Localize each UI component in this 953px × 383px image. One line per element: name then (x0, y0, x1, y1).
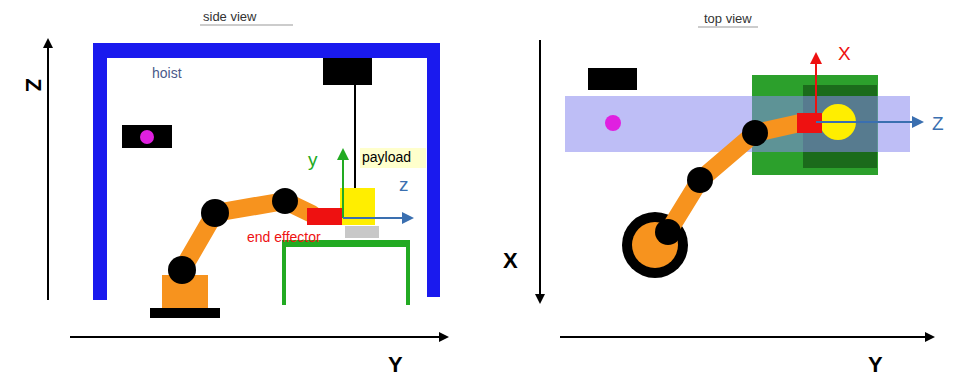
hoist-cable (354, 85, 356, 190)
axis-label: Z (932, 114, 944, 133)
gripper-pad (345, 226, 379, 238)
axis-label: X (503, 250, 518, 272)
part-name: hoist (152, 66, 182, 80)
axis-label: z (399, 175, 409, 194)
hoist-trolley (323, 58, 372, 85)
axis (539, 40, 541, 302)
label-background (360, 148, 426, 168)
robot-links (668, 123, 800, 232)
view-title: side view (203, 10, 256, 23)
part-name: end effector (247, 230, 321, 244)
axis (560, 336, 933, 338)
axis-label: Y (388, 354, 403, 376)
robot-joint (272, 188, 298, 214)
camera-lens (140, 130, 154, 144)
axis-label: X (838, 44, 851, 63)
x-axis-arrow (815, 54, 817, 121)
view-title: top view (704, 12, 752, 25)
axis-label: y (308, 150, 318, 169)
robot-joint (742, 120, 768, 146)
table-leg (282, 247, 286, 305)
axis (47, 40, 49, 300)
title-underline (698, 27, 758, 28)
z-axis-arrow (816, 121, 922, 123)
axis-label: Z (22, 78, 44, 91)
axis-label: Y (868, 354, 883, 376)
camera-lens (605, 115, 621, 131)
robot-joint (201, 199, 229, 227)
robot-joint (687, 167, 713, 193)
camera (588, 68, 637, 90)
hoist-frame (93, 43, 440, 58)
y-axis-arrow (342, 150, 344, 218)
robot-plate (150, 308, 220, 318)
hoist-frame (427, 43, 440, 297)
title-underline (200, 25, 293, 26)
hoist-frame (93, 43, 107, 300)
part-name: payload (362, 150, 411, 164)
axis (70, 336, 447, 338)
end-effector (307, 208, 342, 225)
table-leg (406, 247, 410, 305)
robot-joint (655, 219, 681, 245)
z-axis-arrow (343, 217, 412, 219)
robot-joint (168, 256, 196, 284)
payload-box (340, 188, 375, 225)
camera (122, 125, 172, 148)
